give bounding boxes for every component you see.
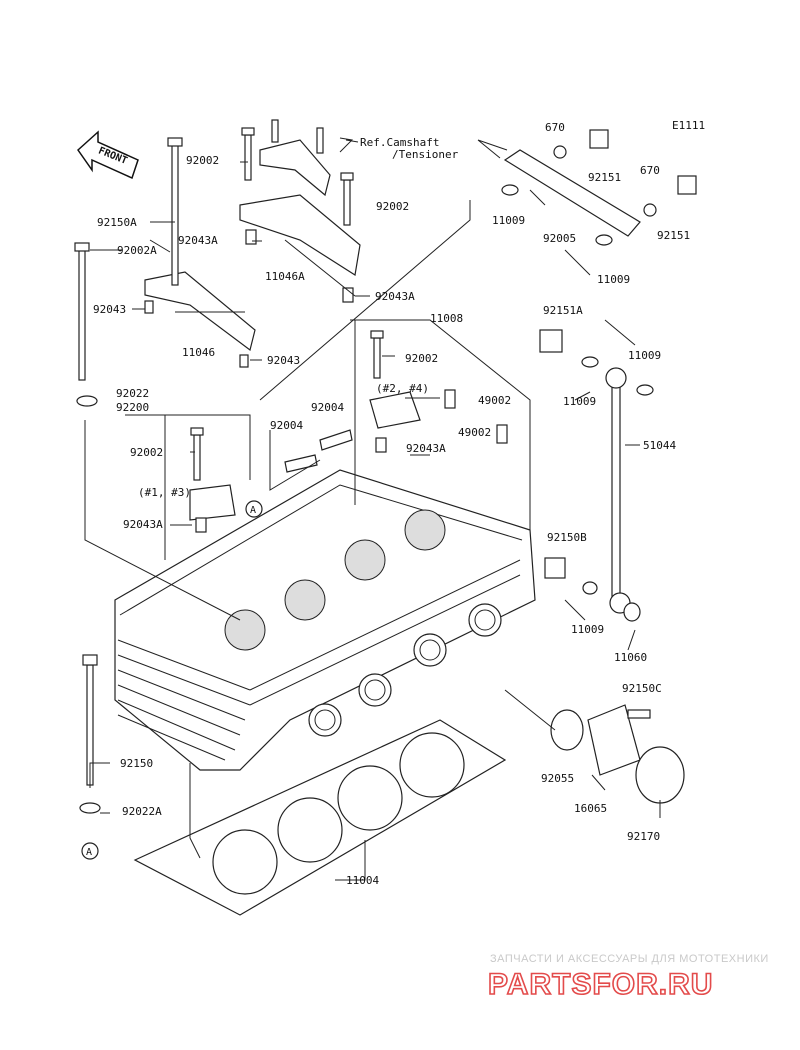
part-label: 11009 <box>628 349 661 362</box>
oil-pipe-assembly <box>501 129 697 622</box>
screw-92150C <box>627 709 651 719</box>
oring-92055 <box>550 709 584 751</box>
ref-tensioner-label: /Tensioner <box>392 148 459 161</box>
part-label: 11060 <box>614 651 647 664</box>
ref-mark-a-lower: A <box>81 842 99 860</box>
part-label: 92150 <box>120 757 153 770</box>
part-label: 670 <box>545 121 565 134</box>
camshaft-cap-upper <box>259 139 331 197</box>
leader-lines <box>84 161 661 881</box>
washer-92022A <box>79 802 101 814</box>
part-label: 51044 <box>643 439 676 452</box>
part-label: 92043A <box>178 234 218 247</box>
part-label: 92022A <box>122 805 162 818</box>
part-label: 92002 <box>376 200 409 213</box>
part-label: 92043A <box>375 290 415 303</box>
part-label: 92151A <box>543 304 583 317</box>
watermark: ЗАПЧАСТИ И АКСЕССУАРЫ ДЛЯ МОТОТЕХНИКИ PA… <box>487 953 769 1002</box>
part-label: 92151 <box>588 171 621 184</box>
part-label: 92002 <box>405 352 438 365</box>
part-label: 16065 <box>574 802 607 815</box>
camshaft-cap-11046 <box>144 271 256 352</box>
part-label: 92200 <box>116 401 149 414</box>
part-label: 11004 <box>346 874 379 887</box>
part-label: 11009 <box>563 395 596 408</box>
ref-bracket <box>339 137 508 159</box>
watermark-tagline: ЗАПЧАСТИ И АКСЕССУАРЫ ДЛЯ МОТОТЕХНИКИ <box>490 953 769 965</box>
svg-text:A: A <box>250 505 256 516</box>
ref-camshaft-label: Ref.Camshaft <box>360 136 439 149</box>
part-labels: 670 92151 670 92151 11009 92005 11009 92… <box>93 121 690 887</box>
part-label: 92004 <box>270 419 303 432</box>
part-label: 92022 <box>116 387 149 400</box>
cap-cyl-2-4 <box>369 391 421 429</box>
cap-cyl-1-3 <box>189 484 236 521</box>
part-label: 11009 <box>492 214 525 227</box>
part-label: 11046 <box>182 346 215 359</box>
part-label: 92002 <box>130 446 163 459</box>
part-label: 92151 <box>657 229 690 242</box>
part-label: 11008 <box>430 312 463 325</box>
ref-mark-a-upper: A <box>245 500 263 518</box>
part-label: 92004 <box>311 401 344 414</box>
part-label: 92005 <box>543 232 576 245</box>
part-label: 92043 <box>93 303 126 316</box>
part-label: 92002 <box>186 154 219 167</box>
svg-text:A: A <box>86 847 92 858</box>
camshaft-cap-11046A <box>239 194 361 276</box>
part-label: 92150A <box>97 216 137 229</box>
part-label: 670 <box>640 164 660 177</box>
head-gasket <box>133 719 507 916</box>
part-label: 92055 <box>541 772 574 785</box>
cyl-note-1-3: (#1, #3) <box>138 486 191 499</box>
diagram-code: E1111 <box>672 119 705 132</box>
clamp-92170 <box>635 746 685 804</box>
watermark-logo: PARTSFOR.RU <box>488 968 713 1001</box>
part-label: 11009 <box>597 273 630 286</box>
bolts <box>74 119 508 786</box>
part-label: 92043 <box>267 354 300 367</box>
part-label: 49002 <box>478 394 511 407</box>
part-label: 92002A <box>117 244 157 257</box>
part-label: 92043A <box>406 442 446 455</box>
front-arrow-icon: FRONT <box>77 130 139 180</box>
part-label: 11009 <box>571 623 604 636</box>
cylinder-head <box>114 469 536 771</box>
part-label: 92043A <box>123 518 163 531</box>
part-label: 92170 <box>627 830 660 843</box>
cyl-note-2-4: (#2, #4) <box>376 382 429 395</box>
part-label: 92150C <box>622 682 662 695</box>
part-label: 11046A <box>265 270 305 283</box>
washer-92022 <box>76 395 98 407</box>
part-label: 92150B <box>547 531 587 544</box>
part-label: 49002 <box>458 426 491 439</box>
